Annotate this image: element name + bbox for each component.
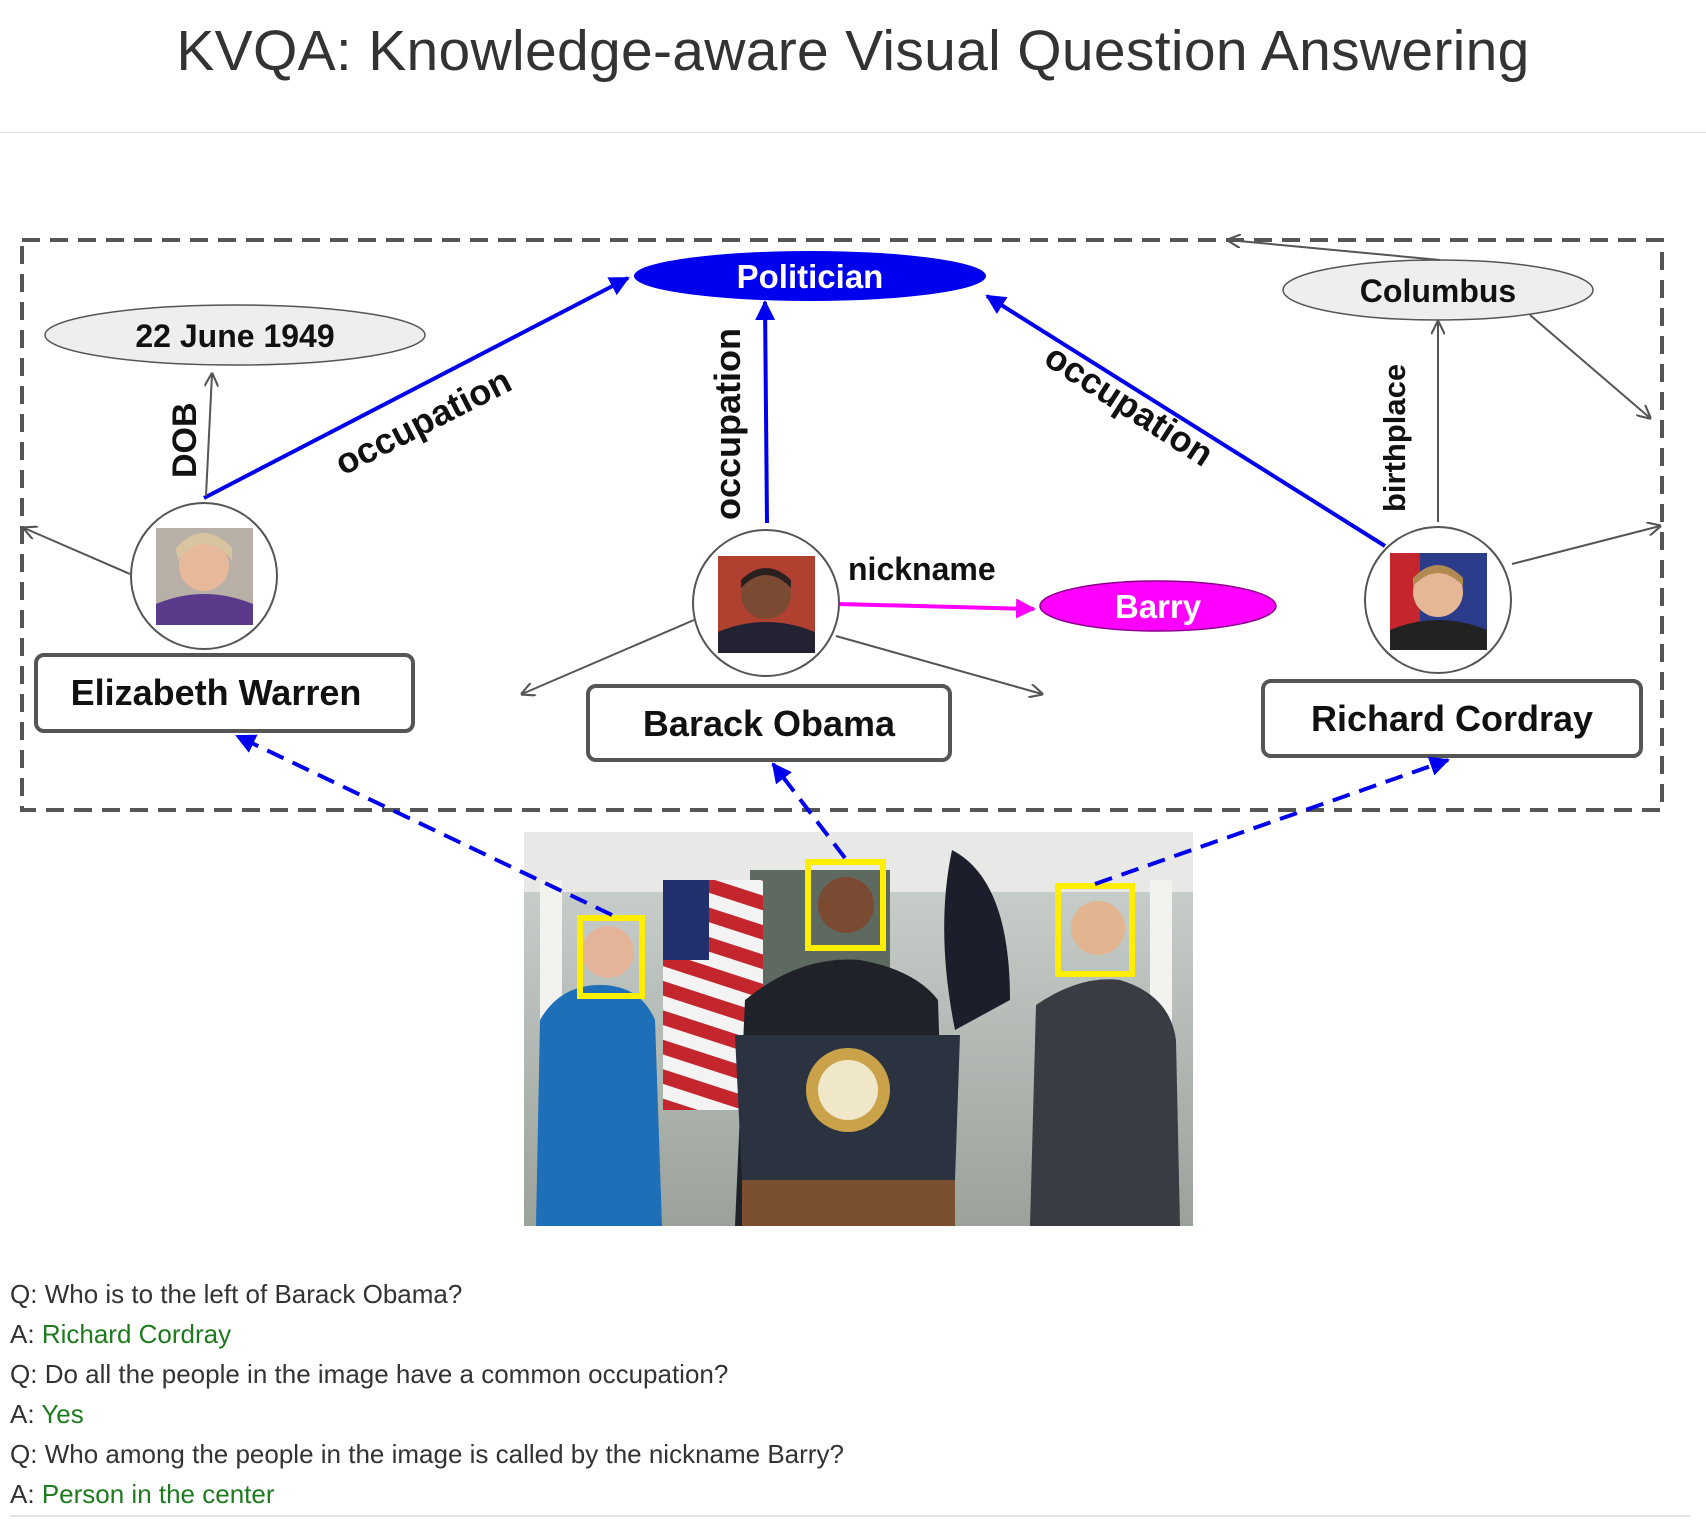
name-label-cordray: Richard Cordray (1311, 698, 1593, 739)
q-prefix: Q: (10, 1359, 38, 1389)
page-title: KVQA: Knowledge-aware Visual Question An… (176, 19, 1530, 83)
node-dob-label: 22 June 1949 (135, 318, 334, 354)
scene-photo (524, 832, 1193, 1226)
answer-text: Yes (41, 1399, 84, 1429)
edge-warren-occupation (203, 276, 630, 500)
link-face-cordray (1094, 756, 1450, 886)
bottom-divider (10, 1515, 1690, 1517)
edge-obama-occupation (755, 300, 776, 524)
obama-portrait-thumbnail (718, 556, 815, 653)
name-box-obama (586, 684, 952, 762)
qa-answer-3: A: Person in the center (10, 1474, 1700, 1514)
edge-obama-right-out (835, 635, 1042, 694)
person-node-obama (692, 529, 840, 677)
answer-text: Richard Cordray (41, 1319, 232, 1349)
edge-warren-out (24, 528, 131, 575)
name-box-cordray (1261, 679, 1643, 758)
node-politician-label: Politician (737, 258, 884, 295)
question-text: Who among the people in the image is cal… (44, 1439, 844, 1469)
edge-obama-left-out (522, 619, 695, 694)
node-columbus-label: Columbus (1360, 273, 1516, 309)
edge-cordray-occupation (985, 294, 1387, 548)
a-prefix: A: (10, 1399, 35, 1429)
question-text: Who is to the left of Barack Obama? (44, 1279, 463, 1309)
person-node-warren (130, 502, 278, 650)
node-barry (1039, 580, 1277, 632)
face-box-cordray (1055, 883, 1135, 977)
name-label-warren: Elizabeth Warren (71, 672, 362, 713)
qa-answer-2: A: Yes (10, 1394, 1700, 1434)
name-box-warren (34, 653, 415, 733)
name-label-obama: Barack Obama (643, 703, 896, 744)
cordray-portrait-thumbnail (1390, 553, 1487, 650)
edge-label-occupation-left: occupation (328, 359, 518, 483)
knowledge-graph-frame (20, 238, 1664, 812)
edge-columbus-out (1529, 314, 1650, 418)
a-prefix: A: (10, 1319, 35, 1349)
edge-label-nickname: nickname (848, 551, 996, 587)
q-prefix: Q: (10, 1439, 38, 1469)
face-box-warren (577, 915, 645, 999)
edge-label-occupation-right: occupation (1038, 335, 1221, 474)
edge-nickname (837, 598, 1036, 619)
qa-question-1: Q: Who is to the left of Barack Obama? (10, 1274, 1700, 1314)
edge-label-occupation-center: occupation (707, 328, 748, 520)
qa-question-2: Q: Do all the people in the image have a… (10, 1354, 1700, 1394)
link-face-warren (235, 734, 613, 917)
edge-columbus-top (1228, 240, 1441, 261)
person-node-cordray (1364, 526, 1512, 674)
q-prefix: Q: (10, 1279, 38, 1309)
question-text: Do all the people in the image have a co… (44, 1359, 729, 1389)
node-politician (634, 251, 986, 301)
qa-question-3: Q: Who among the people in the image is … (10, 1434, 1700, 1474)
answer-text: Person in the center (41, 1479, 275, 1509)
link-face-obama (771, 762, 847, 860)
kvqa-figure: Politician 22 June 1949 Columbus Barry D… (20, 0, 1664, 1226)
edge-dob (206, 374, 212, 497)
node-barry-label: Barry (1115, 588, 1202, 625)
title-divider (0, 132, 1706, 133)
edge-label-birthplace: birthplace (1377, 364, 1412, 512)
edge-cordray-out (1511, 526, 1660, 565)
edge-label-dob: DOB (166, 402, 204, 478)
warren-portrait-thumbnail (156, 528, 253, 625)
node-dob (44, 304, 426, 366)
face-box-obama (805, 859, 886, 951)
qa-answer-1: A: Richard Cordray (10, 1314, 1700, 1354)
qa-list: Q: Who is to the left of Barack Obama? A… (10, 1274, 1700, 1514)
a-prefix: A: (10, 1479, 35, 1509)
